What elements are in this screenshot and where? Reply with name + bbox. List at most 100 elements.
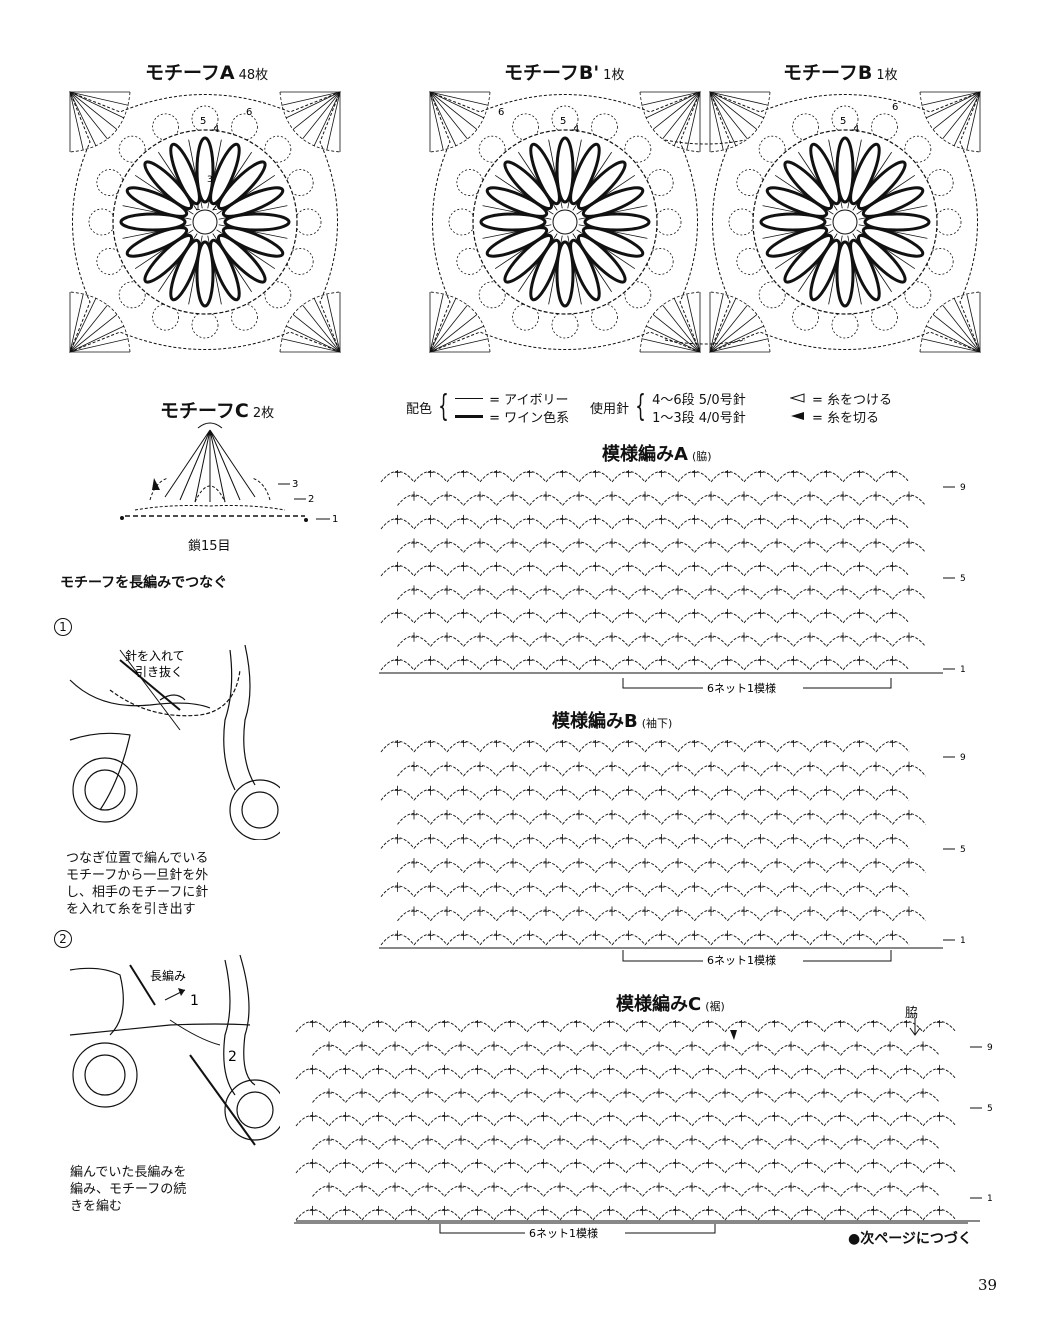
motif-a-round-6-label: 6 [246,107,252,118]
pattern-a-row-5: 5 [960,574,966,584]
pattern-a-mesh [379,470,943,674]
motif-b-prime-diagram: 6 5 4 [429,91,701,353]
needle-legend-label: 使用針 [590,401,630,417]
step-2-number: 2 [54,930,72,948]
motif-b-round-4-label: 4 [853,124,859,135]
motif-c-count: 2枚 [252,406,275,421]
motif-b-prime-title: モチーフB'1枚 [504,58,624,85]
thick-line-swatch [455,414,484,418]
pattern-c-row-5: 5 [987,1104,993,1114]
motif-c-row-3: 3 [292,479,298,490]
step-2-text-line-3: きを編む [70,1199,123,1214]
pattern-c-note: (裾) [705,1000,725,1013]
motif-a-round-5-label: 5 [200,116,206,127]
motif-a-name: モチーフA [145,62,235,84]
step-1-text-line-3: し、相手のモチーフに針 [66,885,209,900]
page-number: 39 [978,1276,998,1294]
pattern-a-name: 模様編みA [602,444,688,465]
step-1-text-line-2: モチーフから一旦針を外 [66,868,209,883]
step-2-number-badge: 2 [54,928,72,948]
step-1-callout-line-2: 引き抜く [135,665,183,679]
pattern-c-mesh [294,1020,968,1224]
motif-c-row-2: 2 [308,494,314,505]
pattern-c-name: 模様編みC [616,994,702,1015]
step-2-arrow-2-label: 2 [228,1049,237,1065]
thin-line-swatch [455,397,484,399]
color-legend-brace: { [438,389,449,424]
step-2-text-line-1: 編んでいた長編みを [70,1165,187,1180]
needle-legend-item-1: 4〜6段 5/0号針 [652,392,746,408]
pattern-c-row-9: 9 [987,1043,993,1053]
pattern-b-row-9: 9 [960,753,966,763]
step-1-text-line-1: つなぎ位置で編んでいる [66,851,209,866]
step-2-callout: 長編み [150,968,186,983]
step-1-text: つなぎ位置で編んでいる モチーフから一旦針を外 し、相手のモチーフに針 を入れて… [66,850,208,918]
pattern-a-chart: 9 5 1 6ネット1模様 [379,470,966,695]
motif-a-round-1-label: 1 [195,203,201,213]
step-1-number-badge: 1 [54,616,72,636]
thread-cut-text: = 糸を切る [812,410,880,426]
pattern-c-repeat-label: 6ネット1模様 [529,1226,598,1240]
motif-b-prime-round-4-label: 4 [573,124,579,135]
motif-c-row-1: 1 [332,514,338,525]
motif-a-count: 48枚 [238,68,269,83]
motif-b-prime-round-5-label: 5 [560,116,566,127]
needle-legend-brace: { [635,389,646,424]
pattern-b-repeat-label: 6ネット1模様 [707,953,776,967]
color-legend: 配色 { = アイボリー = ワイン色系 [406,389,569,426]
join-title: モチーフを長編みでつなぐ [60,575,228,591]
color-legend-label: 配色 [406,401,433,417]
motif-b-round-6-label: 6 [892,102,898,113]
pattern-c-row-1: 1 [987,1194,993,1204]
color-legend-ivory-text: = アイボリー [489,392,569,408]
motif-a-round-4-label: 4 [213,124,219,135]
pattern-b-name: 模様編みB [552,711,638,732]
thread-attach-legend: = 糸をつける [790,389,893,408]
motif-b-diagram: 6 5 4 [709,91,981,353]
needle-legend: 使用針 { 4〜6段 5/0号針 1〜3段 4/0号針 [590,389,746,426]
pattern-a-row-1: 1 [960,665,966,675]
motif-b-prime-count: 1枚 [603,68,625,83]
step-1-callout-line-1: 針を入れて [125,648,185,663]
motif-c-diagram: 3 2 1 [120,422,338,525]
side-arrow-icon [909,1018,921,1036]
thread-attach-text: = 糸をつける [812,392,893,408]
pattern-b-note: (袖下) [641,717,673,730]
motif-a-round-2-label: 2 [212,203,218,213]
step-2-illustration: 長編み 1 2 [69,954,280,1146]
color-legend-ivory: = アイボリー [455,389,569,408]
pattern-b-mesh [379,740,943,949]
filled-triangle-icon [791,412,804,420]
motif-a-diagram: 6 5 4 3 2 1 [69,91,341,353]
pattern-c-chart: 9 5 1 6ネット1模様 [294,1020,993,1240]
motif-c-name: モチーフC [160,400,249,422]
motif-b-prime-round-6-label: 6 [498,107,504,118]
color-legend-wine: = ワイン色系 [455,407,569,426]
motif-a-chart [69,91,341,353]
motif-b-round-5-label: 5 [840,116,846,127]
pattern-a-row-9: 9 [960,483,966,493]
continue-note: ●次ページにつづく [848,1231,972,1247]
pattern-c-side-label: 脇 [905,1006,919,1021]
needle-legend-item-2: 1〜3段 4/0号針 [652,410,746,426]
pattern-b-row-5: 5 [960,845,966,855]
pattern-b-row-1: 1 [960,936,966,946]
pattern-a-note: (脇) [691,450,712,463]
motif-c-chain-label: 鎖15目 [188,539,231,554]
motif-b-name: モチーフB [783,62,873,84]
pattern-a-title: 模様編みA(脇) [602,440,712,466]
motif-b-chart [709,91,981,353]
step-1-text-line-4: を入れて糸を引き出す [66,902,196,917]
pattern-a-repeat-label: 6ネット1模様 [707,681,776,695]
motif-b-count: 1枚 [876,68,898,83]
open-triangle-icon [790,393,805,403]
thread-cut-legend: = 糸を切る [790,407,892,426]
motif-join-chains [664,139,746,345]
motif-b-prime-name: モチーフB' [504,62,600,84]
pattern-b-title: 模様編みB(袖下) [552,707,672,733]
pattern-b-chart: 9 5 1 6ネット1模様 [379,740,966,967]
step-2-arrow-1-label: 1 [190,993,199,1009]
